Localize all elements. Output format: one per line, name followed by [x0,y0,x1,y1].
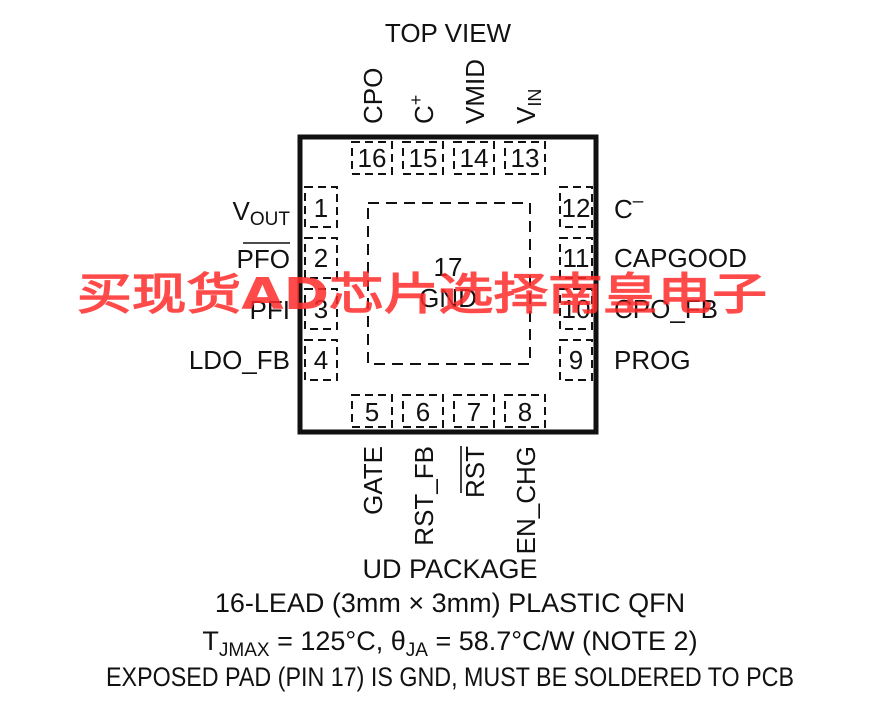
pin-5-label: GATE [358,446,388,515]
pin-3-label: PFI [250,295,290,325]
pin-17-number: 17 [434,252,463,282]
pin-3-pad [304,288,338,330]
pin-4-number: 4 [314,345,328,375]
pin-1: 1 VOUT [233,186,338,230]
package-description: 16-LEAD (3mm × 3mm) PLASTIC QFN [215,588,685,618]
pin-16-pad [351,141,393,175]
pin-13-label: VIN [511,89,545,124]
pin-1-pad [304,186,338,228]
exposed-pad [367,202,531,365]
pin-11-pad [559,237,593,279]
pin-2-label: PFO [237,244,290,274]
pin-4: 4 LDO_FB [189,339,338,381]
pin-12-label: C– [614,191,644,224]
pin-8-pad [504,394,546,428]
thermal-spec: TJMAX = 125°C, θJA = 58.7°C/W (NOTE 2) [202,626,697,661]
package-name: UD PACKAGE [362,554,537,584]
pin-8-number: 8 [518,397,532,427]
top-view-title: TOP VIEW [385,18,512,48]
pin-3-number: 3 [314,294,328,324]
pin-11-number: 11 [563,243,590,273]
pin-1-number: 1 [314,193,328,223]
pin-10-label: CPO_FB [614,294,718,324]
pin-14-pad [453,141,495,175]
pin-6: 6 RST_FB [402,394,444,546]
pin-6-number: 6 [416,397,430,427]
pin-9: 9 PROG [559,339,691,381]
pin-13-pad [504,141,546,175]
pin-8: 8 EN_CHG [504,394,546,554]
pin-15-number: 15 [409,143,438,173]
pin-11-label: CAPGOOD [614,243,747,273]
pin-4-pad [304,339,338,381]
pin-2-number: 2 [314,243,328,273]
pin-5: 5 GATE [351,394,393,515]
pin-15: 15 C+ [402,95,444,175]
pin-16: 16 CPO [351,68,393,175]
pin-5-pad [351,394,393,428]
pin-10-number: 10 [562,294,591,324]
exposed-pad-note: EXPOSED PAD (PIN 17) IS GND, MUST BE SOL… [106,662,794,692]
pin-15-pad [402,141,444,175]
pin-8-label: EN_CHG [511,446,541,554]
pin-7: 7 RST [453,394,495,498]
pin-12-pad [559,186,593,228]
pin-10-pad [559,288,593,330]
pin-17-label: GND [419,283,477,313]
pin-9-number: 9 [569,345,583,375]
pin-15-label: C+ [406,95,439,124]
pin-5-number: 5 [365,397,379,427]
pin-6-label: RST_FB [409,446,439,546]
pin-2-pad [304,237,338,279]
pin-1-label: VOUT [233,196,291,230]
pin-10: 10 CPO_FB [559,288,718,330]
pin-7-label: RST [460,446,490,498]
pin-16-number: 16 [358,143,387,173]
pin-13: 13 VIN [504,89,546,175]
pin-14: 14 VMID [453,59,495,175]
pin-9-pad [559,339,593,381]
pin-14-label: VMID [460,59,490,124]
pin-2: 2 PFO [237,237,338,279]
pin-11: 11 CAPGOOD [559,237,747,279]
watermark-text: 买现货AD芯片选择南皇电子 [77,269,767,320]
pin-13-number: 13 [511,143,540,173]
pin-12: 12 C– [559,186,644,228]
pin-12-number: 12 [562,193,591,223]
pin-7-number: 7 [467,397,481,427]
pin-16-label: CPO [358,68,388,124]
pin-7-pad [453,394,495,428]
pin-14-number: 14 [460,143,489,173]
package-body [297,134,599,435]
pin-9-label: PROG [614,345,691,375]
pin-6-pad [402,394,444,428]
pin-3: 3 PFI [250,288,338,330]
pin-4-label: LDO_FB [189,345,290,375]
